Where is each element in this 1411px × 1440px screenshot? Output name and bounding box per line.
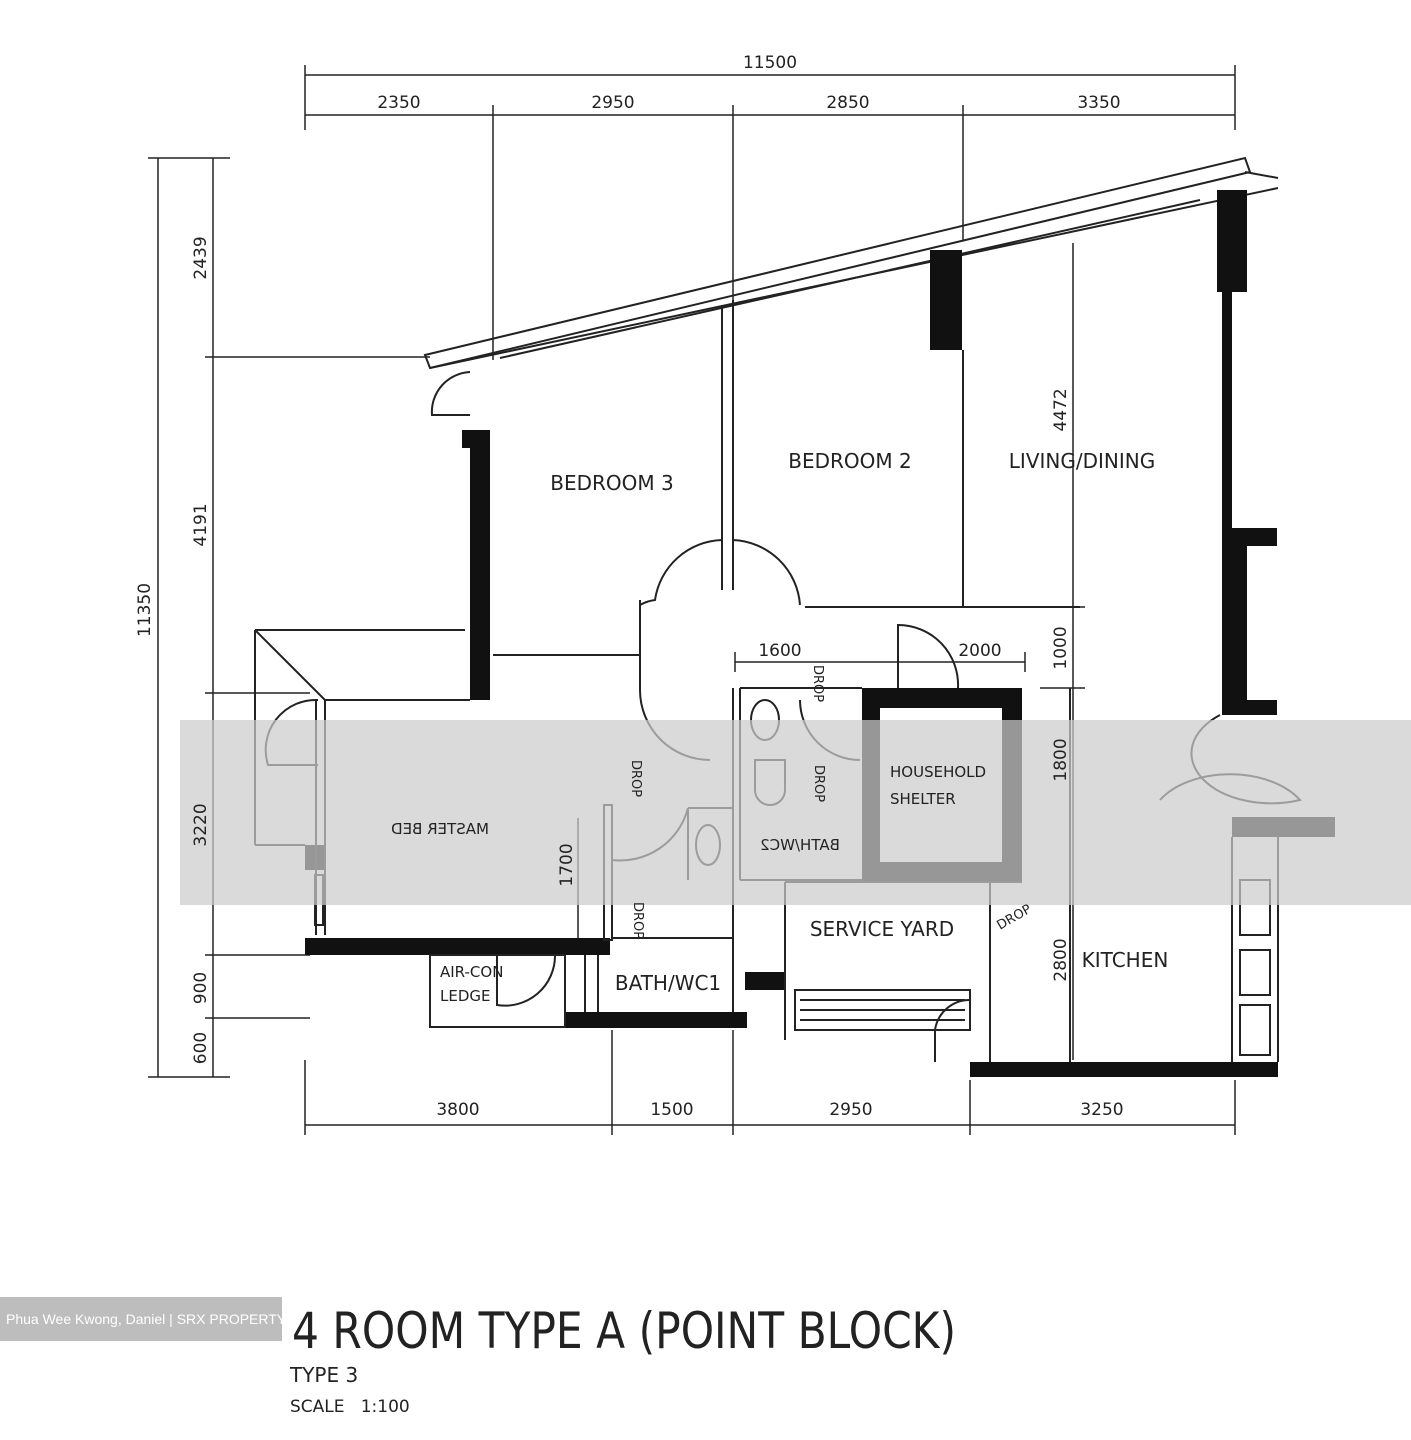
dim-top-2: 2950 xyxy=(591,93,634,113)
room-master-bed: MASTER BED xyxy=(391,820,489,838)
dim-top-3: 2850 xyxy=(826,93,869,113)
plan-title: 4 ROOM TYPE A (POINT BLOCK) xyxy=(292,1302,956,1360)
dim-right-3: 1800 xyxy=(1051,738,1071,781)
room-bedroom-2: BEDROOM 2 xyxy=(788,449,911,473)
dim-right-1: 4472 xyxy=(1051,388,1071,431)
room-living-dining: LIVING/DINING xyxy=(1009,449,1155,473)
dimension-labels: 11500 2350 2950 2850 3350 11350 2439 419… xyxy=(135,53,1124,1120)
room-household-shelter-2: SHELTER xyxy=(890,790,956,808)
dim-right-4: 2800 xyxy=(1051,938,1071,981)
dim-right-2: 1000 xyxy=(1051,626,1071,669)
dim-top-4: 3350 xyxy=(1077,93,1120,113)
room-aircon-ledge-2: LEDGE xyxy=(440,987,491,1005)
room-kitchen: KITCHEN xyxy=(1082,948,1169,972)
dim-left-2: 4191 xyxy=(191,503,211,546)
dim-bottom-2: 1500 xyxy=(650,1100,693,1120)
walls xyxy=(305,190,1335,1077)
dim-bottom-3: 2950 xyxy=(829,1100,872,1120)
drop-label-1: DROP xyxy=(810,665,825,702)
dim-bottom-1: 3800 xyxy=(436,1100,479,1120)
dim-top-total: 11500 xyxy=(743,53,797,73)
plan-type: TYPE 3 xyxy=(289,1363,358,1387)
watermark-band xyxy=(180,720,1411,905)
dim-bottom-4: 3250 xyxy=(1080,1100,1123,1120)
drop-label-5: DROP xyxy=(995,902,1035,934)
dimension-lines xyxy=(148,65,1236,1135)
dim-left-1: 2439 xyxy=(191,236,211,279)
drop-label-4: DROP xyxy=(630,902,645,939)
room-household-shelter-1: HOUSEHOLD xyxy=(890,763,986,781)
dim-top-1: 2350 xyxy=(377,93,420,113)
facade xyxy=(423,156,1279,370)
room-service-yard: SERVICE YARD xyxy=(810,917,954,941)
room-bath-wc1: BATH/WC1 xyxy=(615,971,721,995)
drop-label-2: DROP xyxy=(628,760,643,797)
room-aircon-ledge-1: AIR-CON xyxy=(440,963,503,981)
dim-inner-2000: 2000 xyxy=(958,641,1001,661)
watermark: Phua Wee Kwong, Daniel | SRX PROPERTY xyxy=(0,1297,282,1341)
room-bedroom-3: BEDROOM 3 xyxy=(550,471,673,495)
room-bath-wc2: BATH/WC2 xyxy=(760,836,840,854)
dim-left-5: 600 xyxy=(191,1032,211,1064)
dim-left-4: 900 xyxy=(191,972,211,1004)
dim-left-total: 11350 xyxy=(135,583,155,637)
dim-left-3: 3220 xyxy=(191,803,211,846)
drop-label-3: DROP xyxy=(811,765,826,802)
dim-inner-1700: 1700 xyxy=(557,843,577,886)
dim-inner-1600: 1600 xyxy=(758,641,801,661)
plan-scale: SCALE 1:100 xyxy=(290,1397,410,1417)
